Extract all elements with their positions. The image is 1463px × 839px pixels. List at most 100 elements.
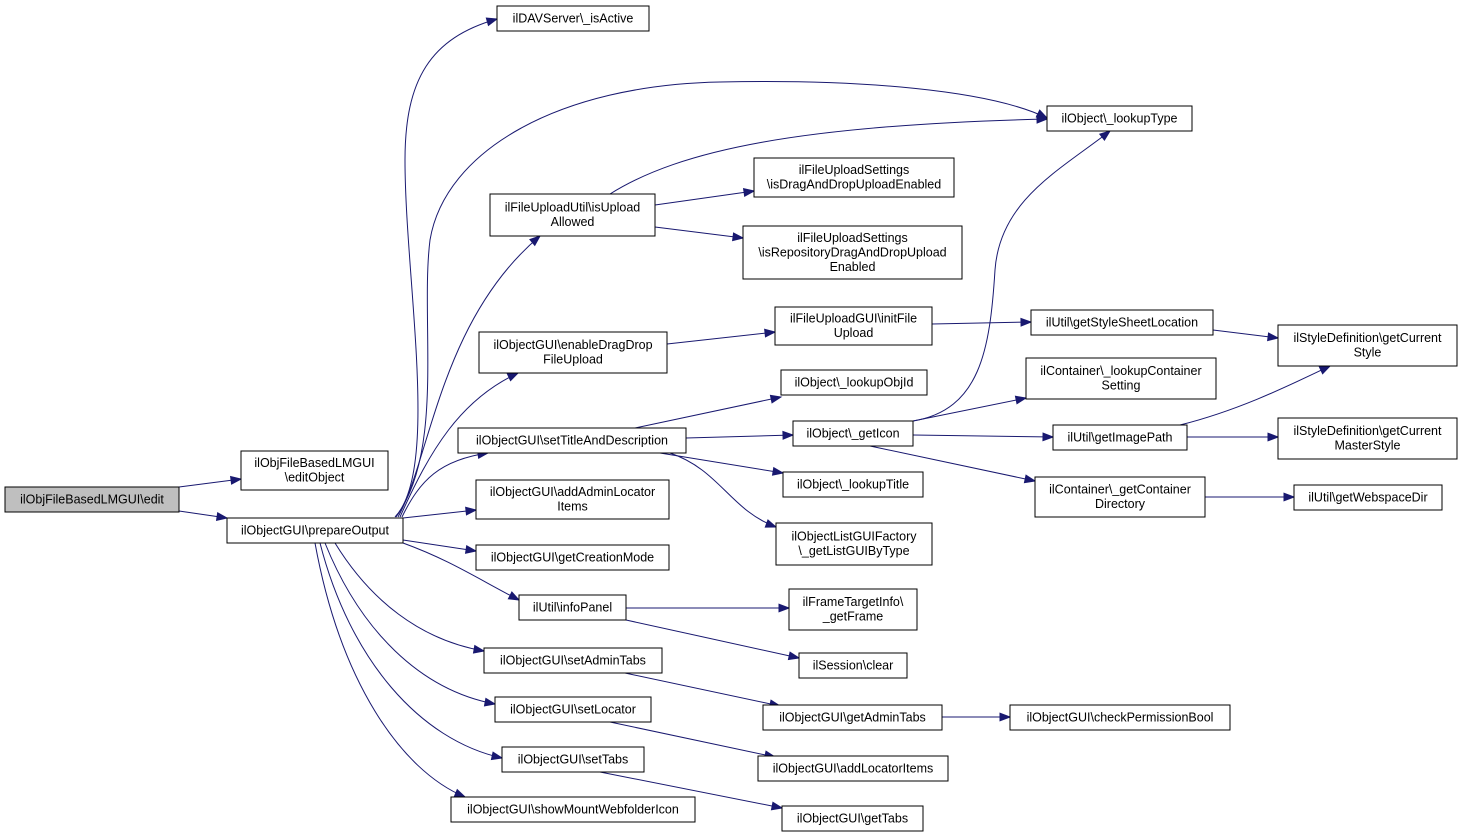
- node-lookupType[interactable]: ilObject\_lookupType: [1046, 105, 1193, 132]
- node-checkPermBool[interactable]: ilObjectGUI\checkPermissionBool: [1009, 704, 1231, 731]
- edge-arrowhead: [778, 603, 791, 613]
- node-box[interactable]: [483, 647, 663, 674]
- edge-setTitleDesc-to-lookupObjId: [634, 394, 783, 429]
- node-sessionClear[interactable]: ilSession\clear: [798, 652, 908, 679]
- edge-arrowhead: [529, 235, 542, 247]
- node-label: Style: [1354, 346, 1382, 360]
- edge-line: [399, 372, 519, 518]
- edge-prepareOutput-to-setTabs: [319, 542, 504, 761]
- node-prepareOutput[interactable]: ilObjectGUI\prepareOutput: [226, 517, 404, 544]
- node-getTabs[interactable]: ilObjectGUI\getTabs: [781, 805, 924, 832]
- edge-arrowhead: [507, 591, 521, 601]
- node-box[interactable]: [226, 517, 404, 544]
- node-webspaceDir[interactable]: ilUtil\getWebspaceDir: [1293, 484, 1443, 511]
- edge-line: [669, 452, 777, 528]
- node-label: \isDragAndDropUploadEnabled: [767, 178, 941, 192]
- node-box[interactable]: [1034, 476, 1206, 518]
- edge-line: [685, 434, 794, 439]
- node-box[interactable]: [496, 5, 650, 32]
- node-davActive[interactable]: ilDAVServer\_isActive: [496, 5, 650, 32]
- node-box[interactable]: [742, 225, 963, 280]
- edge-arrowhead: [485, 17, 499, 27]
- node-box[interactable]: [4, 486, 180, 513]
- node-lookupTitle[interactable]: ilObject\_lookupTitle: [782, 471, 924, 498]
- node-box[interactable]: [478, 331, 668, 374]
- edge-isUploadAllowed-to-isDnD: [654, 187, 756, 206]
- node-isDnD[interactable]: ilFileUploadSettings\isDragAndDropUpload…: [753, 157, 955, 198]
- node-box[interactable]: [757, 755, 949, 782]
- node-label: \_getListGUIByType: [798, 544, 909, 558]
- node-box[interactable]: [1046, 105, 1193, 132]
- node-box[interactable]: [1030, 309, 1214, 336]
- node-box[interactable]: [501, 746, 645, 773]
- node-box[interactable]: [1025, 357, 1217, 400]
- edges-layer: [178, 17, 1332, 811]
- node-isRepoDnD[interactable]: ilFileUploadSettings\isRepositoryDragAnd…: [742, 225, 963, 280]
- node-box[interactable]: [762, 704, 943, 731]
- node-box[interactable]: [788, 588, 918, 631]
- node-lookupObjId[interactable]: ilObject\_lookupObjId: [780, 369, 928, 396]
- node-label: ilFrameTargetInfo\: [803, 595, 904, 609]
- node-box[interactable]: [782, 471, 924, 498]
- node-label: Allowed: [551, 215, 595, 229]
- node-getIcon[interactable]: ilObject\_getIcon: [792, 420, 914, 447]
- edge-arrowhead: [787, 651, 801, 661]
- node-setTabs[interactable]: ilObjectGUI\setTabs: [501, 746, 645, 773]
- node-getFrame[interactable]: ilFrameTargetInfo\_getFrame: [788, 588, 918, 631]
- node-getAdminTabs[interactable]: ilObjectGUI\getAdminTabs: [762, 704, 943, 731]
- node-box[interactable]: [1052, 424, 1188, 451]
- node-box[interactable]: [780, 369, 928, 396]
- node-box[interactable]: [775, 522, 933, 566]
- node-label: ilObjectGUI\getTabs: [797, 811, 908, 825]
- edge-isUploadAllowed-to-isRepoDnD: [654, 226, 745, 242]
- node-box[interactable]: [774, 306, 933, 346]
- node-box[interactable]: [475, 544, 670, 571]
- edge-arrowhead: [472, 644, 486, 654]
- node-box[interactable]: [792, 420, 914, 447]
- edge-arrowhead: [1318, 365, 1332, 375]
- node-box[interactable]: [494, 696, 652, 723]
- node-edit[interactable]: ilObjFileBasedLMGUI\edit: [4, 486, 180, 513]
- node-setAdminTabs[interactable]: ilObjectGUI\setAdminTabs: [483, 647, 663, 674]
- node-infoPanel[interactable]: ilUtil\infoPanel: [518, 594, 627, 621]
- node-setTitleDesc[interactable]: ilObjectGUI\setTitleAndDescription: [457, 427, 687, 454]
- node-label: ilObjectGUI\checkPermissionBool: [1027, 710, 1214, 724]
- edge-line: [1179, 365, 1331, 426]
- node-box[interactable]: [489, 193, 656, 237]
- node-getCreationMode[interactable]: ilObjectGUI\getCreationMode: [475, 544, 670, 571]
- node-listGUIByType[interactable]: ilObjectListGUIFactory\_getListGUIByType: [775, 522, 933, 566]
- node-box[interactable]: [1277, 417, 1458, 460]
- node-box[interactable]: [798, 652, 908, 679]
- node-showMountWebfolder[interactable]: ilObjectGUI\showMountWebfolderIcon: [450, 796, 696, 823]
- node-setLocator[interactable]: ilObjectGUI\setLocator: [494, 696, 652, 723]
- node-box[interactable]: [753, 157, 955, 198]
- node-box[interactable]: [1009, 704, 1231, 731]
- node-editObject[interactable]: ilObjFileBasedLMGUI\editObject: [240, 450, 389, 491]
- node-box[interactable]: [781, 805, 924, 832]
- node-box[interactable]: [450, 796, 696, 823]
- node-box[interactable]: [475, 479, 670, 520]
- node-box[interactable]: [1277, 324, 1458, 367]
- edge-arrowhead: [770, 801, 784, 811]
- node-label: ilFileUploadUtil\isUpload: [505, 201, 641, 215]
- edge-arrowhead: [782, 430, 795, 440]
- edge-line: [1212, 329, 1279, 339]
- edge-line: [931, 321, 1032, 325]
- node-label: ilObjFileBasedLMGUI: [254, 456, 374, 470]
- node-box[interactable]: [240, 450, 389, 491]
- node-box[interactable]: [457, 427, 687, 454]
- node-styleSheet[interactable]: ilUtil\getStyleSheetLocation: [1030, 309, 1214, 336]
- node-addLocatorItems[interactable]: ilObjectGUI\addLocatorItems: [757, 755, 949, 782]
- node-box[interactable]: [1293, 484, 1443, 511]
- edge-getIcon-to-containerDir: [869, 445, 1037, 484]
- node-getImagePath[interactable]: ilUtil\getImagePath: [1052, 424, 1188, 451]
- node-box[interactable]: [518, 594, 627, 621]
